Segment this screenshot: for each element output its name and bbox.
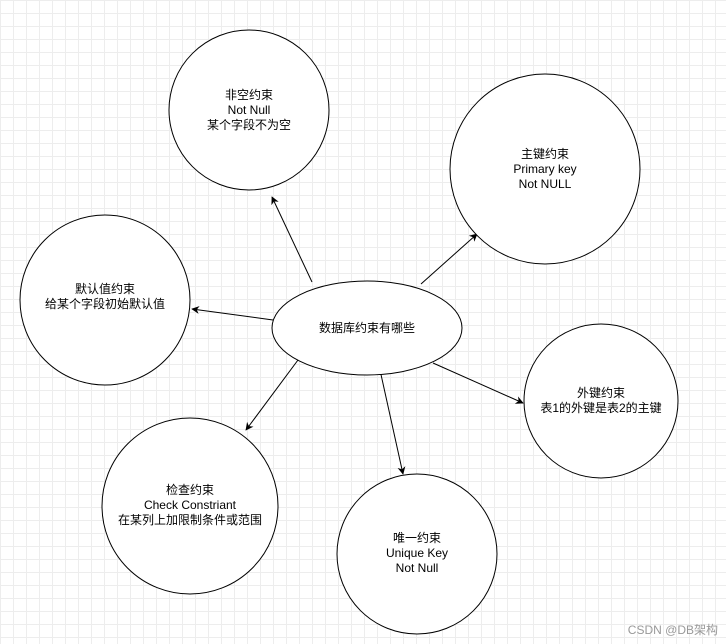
edge-to-not-null	[271, 196, 313, 283]
default-circle[interactable]	[19, 214, 191, 386]
edge-to-unique	[379, 369, 406, 475]
center-ellipse[interactable]	[271, 280, 463, 376]
edge-to-check	[245, 359, 299, 431]
unique-circle[interactable]	[336, 473, 498, 635]
edge-to-foreign-key	[432, 362, 524, 404]
check-circle[interactable]	[101, 417, 279, 595]
edge-to-default	[191, 306, 274, 321]
watermark: CSDN @DB架构	[627, 623, 718, 637]
primary-key-circle[interactable]	[449, 73, 641, 265]
not-null-circle[interactable]	[168, 29, 330, 191]
foreign-key-circle[interactable]	[523, 323, 679, 479]
edge-to-primary-key	[420, 233, 478, 285]
